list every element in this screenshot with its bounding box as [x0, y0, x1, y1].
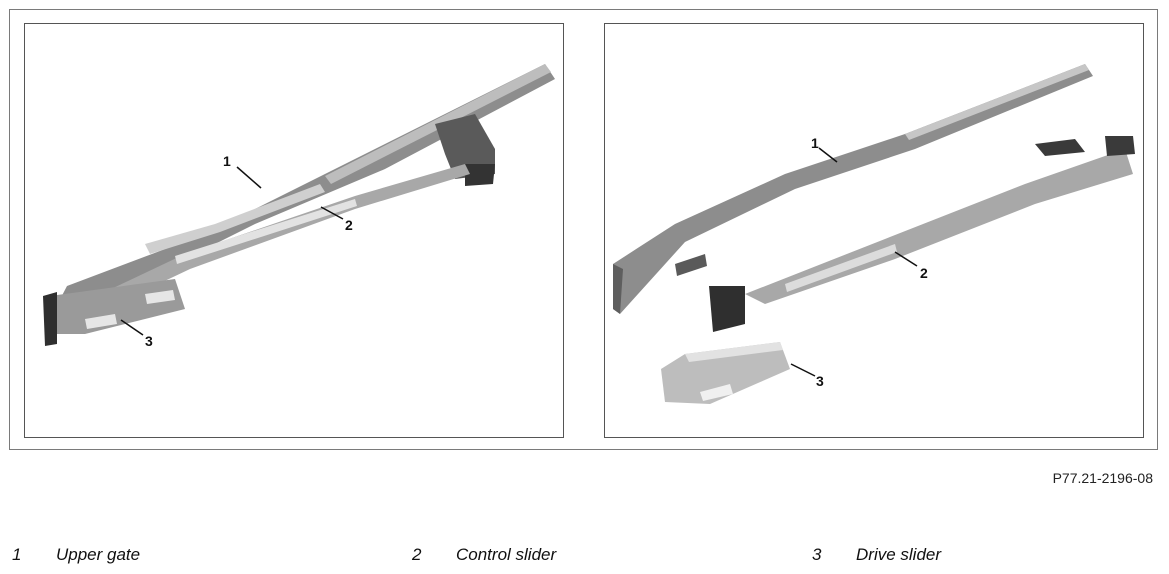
legend-label: Control slider	[456, 545, 557, 564]
assembled-view-panel: 1 2 3	[24, 23, 564, 438]
callout-3-right: 3	[816, 373, 824, 389]
figure-code: P77.21-2196-08	[1052, 470, 1153, 486]
control-slider-part	[90, 164, 470, 314]
drive-slider-part	[661, 342, 790, 404]
legend-item-control-slider: 2 Control slider	[412, 545, 556, 565]
upper-gate-part	[613, 64, 1093, 314]
legend-item-upper-gate: 1 Upper gate	[12, 545, 140, 565]
exploded-view-panel: 1 2 3	[604, 23, 1144, 438]
callout-1-right: 1	[811, 135, 819, 151]
exploded-view-illustration: 1 2 3	[613, 64, 1135, 404]
assembled-view-illustration: 1 2 3	[43, 64, 555, 349]
legend-item-drive-slider: 3 Drive slider	[812, 545, 941, 565]
drive-slider-part	[43, 279, 185, 346]
callout-2-right: 2	[920, 265, 928, 281]
legend-label: Upper gate	[56, 545, 141, 564]
upper-gate-part	[55, 64, 555, 324]
control-slider-part	[709, 136, 1135, 332]
legend-number: 1	[12, 545, 22, 564]
callout-3-left: 3	[145, 333, 153, 349]
callout-1-left: 1	[223, 153, 231, 169]
legend: 1 Upper gate 2 Control slider 3 Drive slide…	[0, 545, 1169, 569]
legend-number: 3	[812, 545, 822, 564]
legend-number: 2	[412, 545, 422, 564]
legend-label: Drive slider	[856, 545, 942, 564]
callout-2-left: 2	[345, 217, 353, 233]
